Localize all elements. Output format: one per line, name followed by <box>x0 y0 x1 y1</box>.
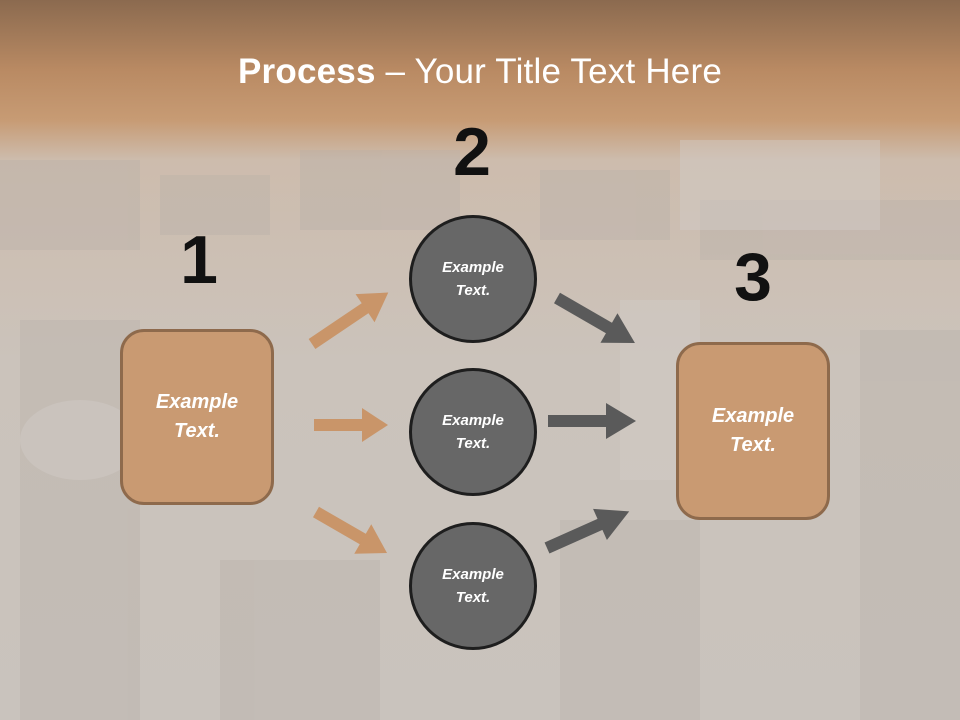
circle-top-text: Example Text. <box>442 259 504 299</box>
title-rest: – Your Title Text Here <box>375 52 722 91</box>
circle-top: Example Text. <box>409 215 537 343</box>
title-bold: Process <box>238 52 376 91</box>
left-box-text: Example Text. <box>155 391 239 442</box>
step-number-2: 2 <box>453 114 491 190</box>
step-number-1: 1 <box>180 222 218 298</box>
slide-title: Process – Your Title Text Here <box>0 52 960 92</box>
right-box-text: Example Text. <box>711 405 795 456</box>
circle-bottom-text: Example Text. <box>442 566 504 606</box>
right-step-box: Example Text. <box>676 342 830 520</box>
step-number-3: 3 <box>734 239 772 315</box>
circle-middle: Example Text. <box>409 368 537 496</box>
left-step-box: Example Text. <box>120 329 274 505</box>
circle-middle-text: Example Text. <box>442 412 504 452</box>
circle-bottom: Example Text. <box>409 522 537 650</box>
